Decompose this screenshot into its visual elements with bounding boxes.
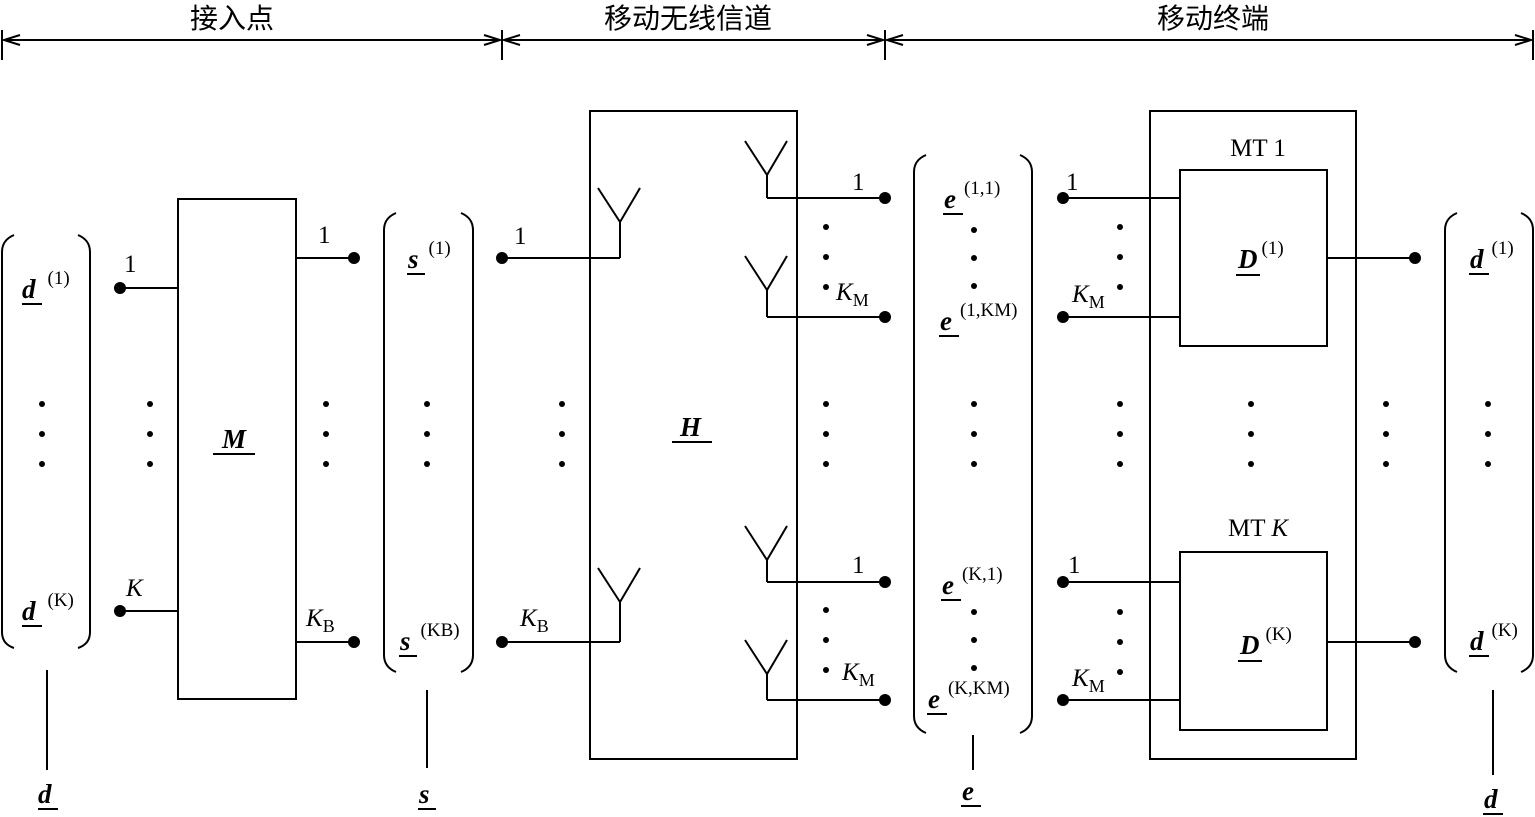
port-label-K: K [1071, 665, 1090, 692]
header-access-point: 接入点 [190, 2, 274, 35]
vector-label-d: d [38, 779, 52, 809]
vector-e: e (1,1) e (1,KM) e (K,1) e (K,KM) e [913, 154, 1033, 807]
superscript-1: (1) [1262, 238, 1284, 259]
mtK-var: K [1270, 515, 1289, 542]
port-label-1: 1 [318, 222, 331, 249]
svg-text:s(1): s (1) [407, 238, 451, 274]
channel-inputs: 1 KB [496, 187, 641, 648]
mt-outputs [1327, 252, 1421, 648]
symbol-D: D [1239, 630, 1260, 660]
superscript-K: (K) [48, 590, 74, 611]
port-label-K: K [305, 605, 324, 632]
port-label-1: 1 [514, 223, 527, 250]
symbol-d: d [1470, 244, 1484, 274]
port-label-1: 1 [852, 169, 865, 196]
superscript-K-KM: (K,KM) [948, 678, 1010, 699]
vector-label-s: s [418, 779, 430, 809]
svg-text:e(K,KM): e (K,KM) [928, 678, 1010, 714]
header-mobile-radio-channel: 移动无线信道 [604, 2, 772, 35]
antenna-icon [744, 255, 788, 317]
superscript-1-1: (1,1) [964, 178, 1000, 199]
svg-text:d(1): d (1) [1470, 238, 1514, 274]
svg-text:e(1,KM): e (1,KM) [940, 300, 1018, 336]
svg-text:MT K: MT K [1228, 515, 1289, 542]
svg-text:KM: KM [835, 279, 869, 310]
antenna-icon [744, 140, 788, 198]
subscript-M: M [853, 290, 869, 310]
section-header: 接入点 移动无线信道 移动终端 [0, 2, 1535, 60]
symbol-d: d [22, 274, 36, 304]
subscript-B: B [537, 616, 549, 636]
antenna-icon [744, 525, 788, 582]
input-ports-M: 1 K [114, 251, 178, 617]
svg-text:D(K): D (K) [1239, 624, 1292, 660]
svg-text:D(1): D(1) [1237, 238, 1284, 274]
symbol-s: s [399, 626, 411, 656]
vector-d-left: d (1) d (K) d [1, 234, 91, 810]
superscript-1: (1) [1492, 238, 1514, 259]
superscript-1-KM: (1,KM) [960, 300, 1018, 321]
port-label-K: K [125, 575, 144, 602]
port-label-K: K [1071, 281, 1090, 308]
superscript-1: (1) [429, 238, 451, 259]
symbol-D: D [1237, 244, 1258, 274]
svg-text:d(1): d (1) [22, 268, 70, 304]
svg-text:d(K): d (K) [22, 590, 74, 626]
vector-s: s (1) s (KB) s [383, 212, 474, 810]
symbol-e: e [928, 684, 940, 714]
symbol-s: s [407, 244, 419, 274]
port-label-1: 1 [852, 552, 865, 579]
mt1-label: MT 1 [1230, 135, 1286, 162]
symbol-M: M [221, 424, 247, 454]
svg-text:KM: KM [1071, 281, 1105, 312]
port-label-K: K [519, 605, 538, 632]
superscript-KB: (KB) [421, 620, 460, 641]
symbol-e: e [944, 184, 956, 214]
superscript-K: (K) [1266, 624, 1292, 645]
svg-text:KM: KM [841, 659, 875, 690]
vector-label-d: d [1484, 784, 1498, 814]
svg-text:KM: KM [1071, 665, 1105, 696]
superscript-1: (1) [48, 268, 70, 289]
svg-text:d(K): d (K) [1470, 620, 1518, 656]
vector-d-right: d (1) d (K) d [1444, 212, 1534, 815]
block-mobile-terminals: MT 1 D(1) MT K D(K) [1149, 110, 1357, 760]
svg-text:s(KB): s (KB) [399, 620, 460, 656]
svg-text:e(K,1): e (K,1) [942, 564, 1003, 600]
block-M: M [177, 198, 297, 700]
svg-text:KB: KB [519, 605, 549, 636]
port-label-K: K [841, 659, 860, 686]
mtK-prefix: MT [1228, 515, 1271, 542]
subscript-M: M [1089, 676, 1105, 696]
channel-outputs: 1 KM 1 KM [744, 140, 891, 706]
superscript-K-1: (K,1) [962, 564, 1003, 585]
output-ports-M: 1 KB [296, 222, 360, 648]
symbol-d: d [22, 596, 36, 626]
antenna-icon [597, 187, 641, 258]
symbol-e: e [942, 570, 954, 600]
svg-text:KB: KB [305, 605, 335, 636]
symbol-d: d [1470, 626, 1484, 656]
superscript-K: (K) [1492, 620, 1518, 641]
subscript-M: M [1089, 292, 1105, 312]
port-label-1: 1 [1068, 552, 1081, 579]
svg-text:e(1,1): e (1,1) [944, 178, 1000, 214]
port-label-K: K [835, 279, 854, 306]
symbol-H: H [679, 412, 702, 442]
subscript-M: M [859, 670, 875, 690]
mt-inputs: 1 KM 1 KM [1057, 169, 1180, 706]
antenna-icon [597, 567, 641, 642]
header-mobile-terminals: 移动终端 [1157, 2, 1269, 35]
block-H: H [589, 110, 798, 760]
port-label-1: 1 [124, 251, 137, 278]
vector-label-e: e [962, 776, 974, 806]
antenna-icon [744, 639, 788, 700]
symbol-e: e [940, 306, 952, 336]
port-label-1: 1 [1066, 169, 1079, 196]
subscript-B: B [323, 616, 335, 636]
